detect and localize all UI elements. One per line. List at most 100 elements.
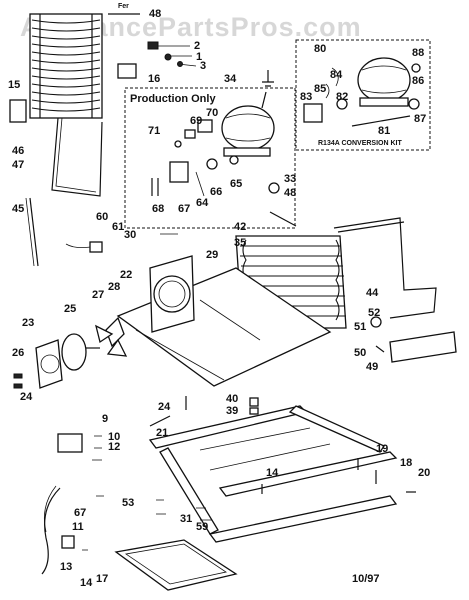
evaporator-cover (9, 99, 27, 123)
callout-51: 51 (354, 321, 366, 333)
conversion-kit-box (295, 39, 431, 151)
condenser-fan-motor-25 (61, 333, 100, 371)
callout-11: 11 (72, 521, 84, 533)
callout-42: 42 (234, 221, 246, 233)
conversion-kit-label: R134A CONVERSION KIT (318, 140, 402, 147)
callout-71: 71 (148, 125, 160, 137)
evaporator-coil (29, 13, 103, 119)
parts-53 (156, 499, 166, 515)
wire-85 (325, 83, 330, 99)
callout-19: 19 (376, 443, 388, 455)
part-13 (61, 535, 75, 549)
screw-24-a (13, 373, 23, 379)
wire-64 (195, 171, 205, 197)
callout-67b: 67 (74, 507, 86, 519)
callout-86: 86 (412, 75, 424, 87)
callout-66: 66 (210, 186, 222, 198)
callout-49: 49 (366, 361, 378, 373)
compressor-production (221, 91, 275, 157)
evaporator-heater (51, 117, 103, 197)
part-61 (89, 241, 103, 253)
compressor-conversion (357, 57, 411, 107)
wire-84 (331, 67, 339, 87)
callout-45: 45 (12, 203, 24, 215)
callout-61: 61 (112, 221, 124, 233)
callout-12: 12 (108, 441, 120, 453)
callout-48: 48 (149, 8, 161, 20)
drain-pan-49 (389, 331, 457, 363)
callout-18: 18 (400, 457, 412, 469)
callout-14b: 14 (80, 577, 93, 589)
screw-24-b (13, 383, 23, 389)
screws-10-12 (92, 435, 102, 461)
callout-3: 3 (200, 60, 206, 72)
callout-46: 46 (12, 145, 24, 157)
fan-bracket-23 (35, 339, 63, 389)
date-code: 10/97 (352, 573, 380, 585)
callout-labels: 48 2 1 3 16 34 15 46 47 45 70 69 71 65 6… (8, 8, 430, 589)
callout-88: 88 (412, 47, 424, 59)
callout-13: 13 (60, 561, 72, 573)
callout-34: 34 (224, 73, 237, 85)
callout-69: 69 (190, 115, 202, 127)
callout-48b: 48 (284, 187, 296, 199)
header-fragment: Fer (118, 3, 129, 10)
callout-59: 59 (196, 521, 208, 533)
condenser-fan-blade-27 (95, 316, 128, 357)
callout-44: 44 (366, 287, 379, 299)
callout-1: 1 (196, 51, 202, 63)
capacitor-67 (169, 161, 189, 183)
grommet-66 (206, 158, 218, 170)
overload-69 (184, 129, 196, 139)
block-part-16 (117, 63, 137, 79)
callout-22: 22 (120, 269, 132, 281)
power-cord-11 (41, 485, 61, 575)
screws-14-67 (82, 495, 104, 551)
callout-31: 31 (180, 513, 192, 525)
production-only-box (124, 87, 296, 229)
callout-52: 52 (368, 307, 380, 319)
callout-80: 80 (314, 43, 326, 55)
callout-15: 15 (8, 79, 20, 91)
callout-47: 47 (12, 159, 24, 171)
callout-9: 9 (102, 413, 108, 425)
part-40 (249, 397, 259, 407)
callout-85: 85 (314, 83, 326, 95)
callout-40: 40 (226, 393, 238, 405)
callout-23: 23 (22, 317, 34, 329)
part-71 (174, 140, 182, 148)
screw-part (164, 53, 172, 61)
callout-82: 82 (336, 91, 348, 103)
drier-81 (351, 115, 411, 127)
clip-65 (229, 155, 239, 165)
relay-70 (197, 119, 213, 133)
callout-83: 83 (300, 91, 312, 103)
drier-42 (269, 211, 297, 227)
machine-compartment-base-22 (116, 255, 332, 387)
relay-83 (303, 103, 323, 123)
callout-87: 87 (414, 113, 426, 125)
condenser-tube-44 (333, 217, 437, 319)
callout-70: 70 (206, 107, 218, 119)
small-parts-leaders (158, 45, 197, 67)
part-39 (249, 407, 259, 415)
callout-24: 24 (20, 391, 33, 403)
callout-27: 27 (92, 289, 104, 301)
callout-26: 26 (12, 347, 24, 359)
parts-59 (196, 507, 212, 521)
bracket-68 (151, 178, 159, 196)
part-50 (375, 345, 385, 353)
callout-29: 29 (206, 249, 218, 261)
production-only-label: Production Only (130, 93, 216, 105)
box-9 (57, 433, 83, 453)
condenser-tube-44b (337, 221, 405, 233)
callout-68: 68 (152, 203, 164, 215)
callout-65: 65 (230, 178, 242, 190)
callout-50: 50 (354, 347, 366, 359)
frame-assembly-31 (148, 405, 398, 543)
tube-45 (29, 197, 39, 267)
callout-10: 10 (108, 431, 120, 443)
callout-84: 84 (330, 69, 343, 81)
callout-20: 20 (418, 467, 430, 479)
